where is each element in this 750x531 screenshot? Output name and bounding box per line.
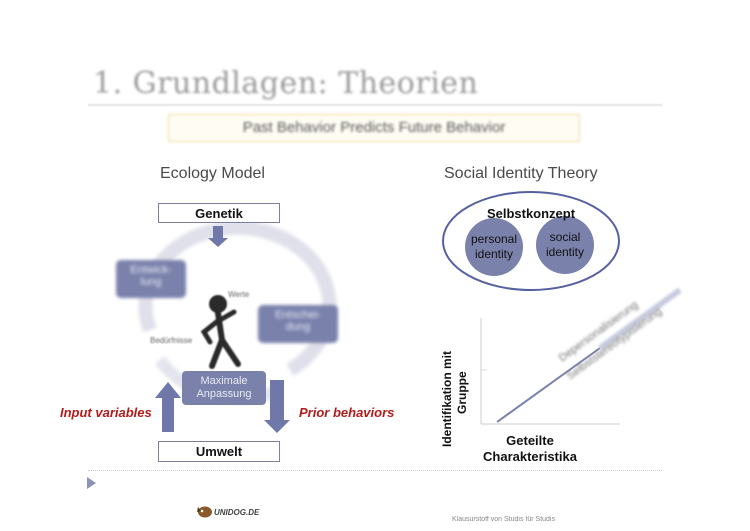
prior-arrow-icon: [264, 380, 290, 433]
genetik-arrow-icon: [208, 226, 228, 247]
play-triangle-icon: [87, 477, 96, 489]
umwelt-box: Umwelt: [158, 441, 280, 462]
tagline-banner: Past Behavior Predicts Future Behavior: [168, 114, 580, 142]
social-identity-heading: Social Identity Theory: [444, 165, 598, 182]
title-divider: [88, 104, 662, 106]
social-identity-label: social identity: [545, 230, 585, 259]
input-variables-label: Input variables: [60, 405, 152, 420]
cycle-node-decision: Entschei- dung: [258, 305, 338, 343]
footer-divider: [88, 470, 662, 471]
graph-trend-line-ext: [598, 287, 682, 351]
cycle-node-development: Entwick- lung: [116, 260, 186, 298]
cycle-node-adaptation: Maximale Anpassung: [196, 375, 252, 400]
ecology-model-heading: Ecology Model: [160, 165, 265, 182]
figure-label-needs: Bedürfnisse: [150, 336, 193, 345]
social-identity-circle: [536, 216, 594, 274]
footer-logo-text: UNIDOG.DE: [214, 508, 260, 517]
graph-y-axis-label: Identifikation mit: [440, 351, 454, 447]
personal-identity-label: personal identity: [470, 232, 518, 261]
self-concept-title: Selbstkonzept: [486, 206, 576, 221]
dog-logo-icon: [197, 506, 212, 518]
cycle-node-adaptation-box: Maximale Anpassung: [182, 371, 266, 405]
graph-trend-line: [496, 347, 601, 423]
input-arrow-icon: [155, 382, 181, 432]
footer-source-text: Klausurstoff von Studis für Studis: [452, 516, 555, 523]
figure-label-values: Werte: [228, 290, 250, 299]
graph-y-axis-label-2: Gruppe: [455, 371, 469, 414]
genetik-box: Genetik: [158, 203, 280, 223]
stick-figure-icon: [200, 295, 241, 369]
prior-behaviors-label: Prior behaviors: [299, 405, 395, 420]
personal-identity-circle: [465, 218, 523, 276]
slide-title: 1. Grundlagen: Theorien: [93, 66, 479, 101]
graph-x-axis-label: Geteilte Charakteristika: [483, 433, 577, 464]
